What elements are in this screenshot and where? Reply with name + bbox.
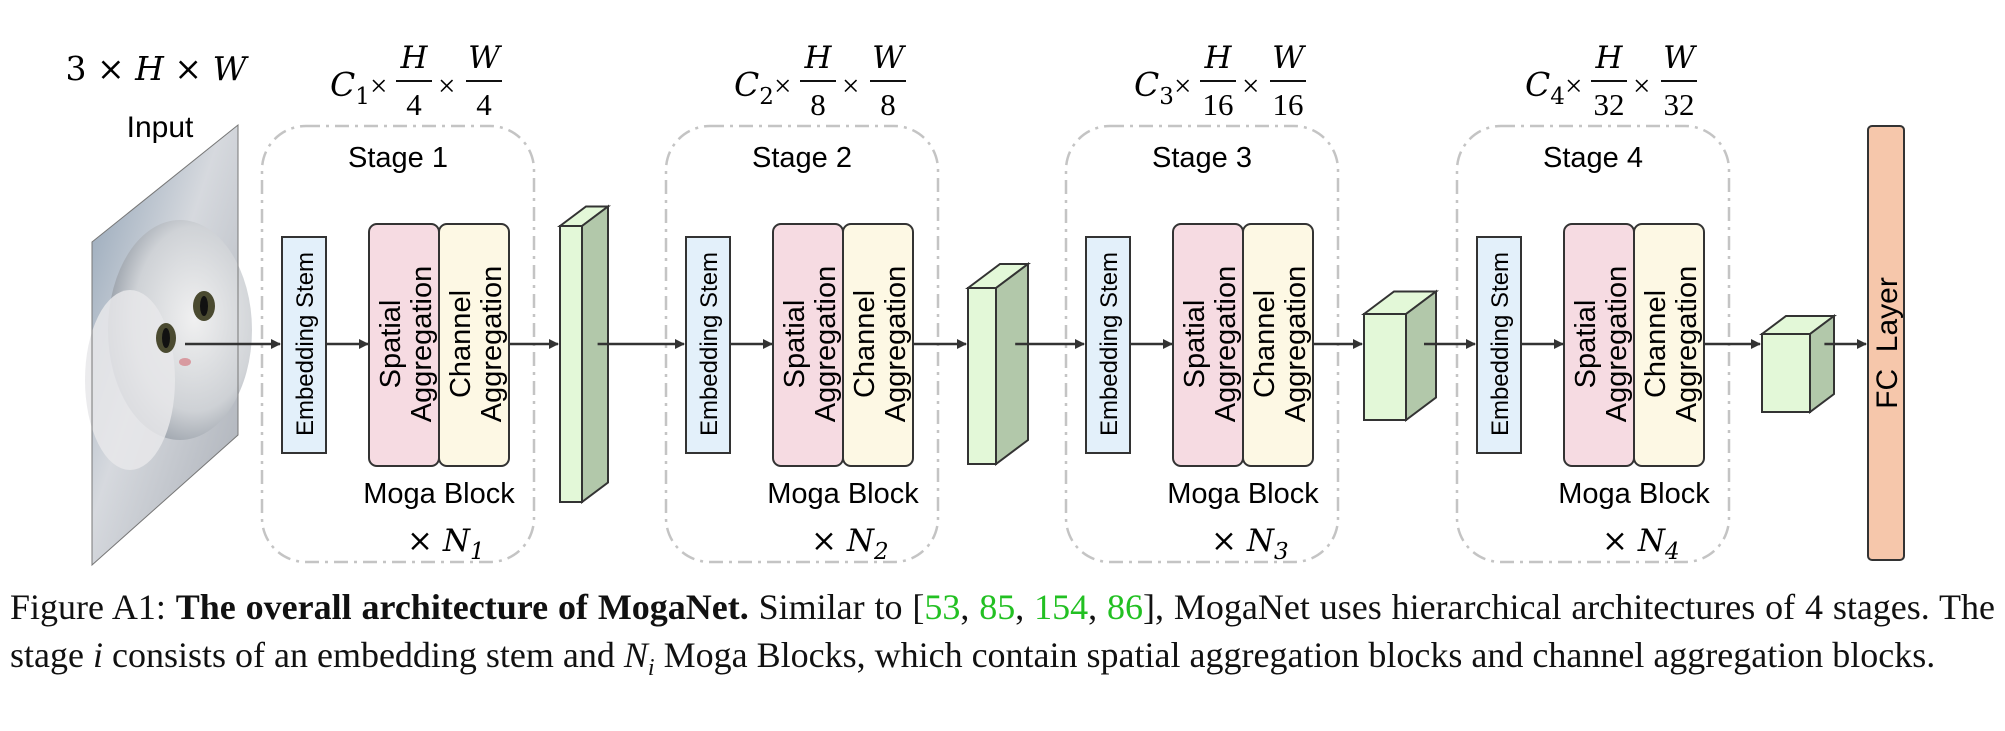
caption-title: The overall architecture of MogaNet.: [175, 587, 749, 627]
height-fraction: H 32: [1591, 40, 1627, 122]
embedding-stem-box: [281, 236, 327, 454]
width-fraction: W8: [870, 40, 906, 122]
times-sign: ×: [842, 68, 859, 103]
caption-part4: Moga Blocks, which contain spatial aggre…: [654, 635, 1936, 675]
height-fraction: H 16: [1200, 40, 1236, 122]
channel-aggregation-label: ChannelAggregation: [445, 266, 508, 422]
input-shape-label: 3 × H × W: [66, 49, 250, 88]
times-sign: ×: [1633, 68, 1650, 103]
fc-layer-box: [1867, 125, 1905, 561]
embedding-stem-label: Embedding Stem: [1487, 252, 1514, 436]
spatial-aggregation-label: SpatialAggregation: [779, 266, 842, 422]
svg-text:W: W: [872, 40, 906, 76]
stage-channel-label: C3: [1134, 65, 1174, 110]
svg-text:32: 32: [1594, 87, 1625, 122]
svg-text:4: 4: [406, 87, 422, 122]
svg-text:H: H: [1594, 40, 1623, 76]
svg-text:8: 8: [810, 87, 826, 122]
svg-text:H: H: [399, 40, 428, 76]
moga-block-label: Moga Block: [1167, 478, 1319, 510]
caption-var-n: N: [623, 635, 648, 675]
embedding-stem-label: Embedding Stem: [696, 252, 723, 436]
feature-map-2: [965, 262, 1085, 466]
times-sign: ×: [438, 68, 455, 103]
times-sign: ×: [774, 68, 791, 103]
fc-layer-label: FC Layer: [1871, 277, 1904, 409]
input-image: [85, 123, 252, 567]
times-sign: ×: [370, 68, 387, 103]
input-label: Input: [127, 111, 194, 144]
moga-block-label: Moga Block: [1558, 478, 1710, 510]
stage-channel-label: C2: [734, 65, 774, 110]
caption-prefix: Figure A1:: [10, 587, 176, 627]
stage-title: Stage 3: [1152, 142, 1252, 174]
width-fraction: W 16: [1270, 40, 1306, 122]
citation-link[interactable]: 85: [979, 587, 1016, 627]
embedding-stem-label: Embedding Stem: [1096, 252, 1123, 436]
moga-block-label: Moga Block: [363, 478, 515, 510]
embedding-stem-box: [1085, 236, 1131, 454]
cat-nose: [179, 358, 191, 366]
feature-map-1: [557, 204, 685, 504]
spatial-aggregation-label: SpatialAggregation: [1179, 266, 1242, 422]
svg-text:16: 16: [1203, 87, 1234, 122]
stage-channel-label: C1: [330, 65, 370, 110]
svg-text:8: 8: [880, 87, 896, 122]
cat-eye-right: [193, 291, 215, 321]
height-fraction: H4: [396, 40, 432, 122]
channel-aggregation-label: ChannelAggregation: [1249, 266, 1312, 422]
stage-title: Stage 4: [1543, 142, 1643, 174]
embedding-stem-label: Embedding Stem: [292, 252, 319, 436]
svg-text:W: W: [1272, 40, 1306, 76]
svg-text:W: W: [468, 40, 502, 76]
svg-text:H: H: [1203, 40, 1232, 76]
times-sign: ×: [1174, 68, 1191, 103]
stage-channel-label: C4: [1525, 65, 1565, 110]
stage-title: Stage 1: [348, 142, 448, 174]
width-fraction: W4: [466, 40, 502, 122]
fc-layer: FC Layer: [1867, 125, 1905, 561]
width-fraction: W 32: [1661, 40, 1697, 122]
embedding-stem-box: [685, 236, 731, 454]
figure-caption: Figure A1: The overall architecture of M…: [10, 587, 1995, 682]
repeat-count-label: × N1: [407, 523, 485, 565]
cat-eye-left: [156, 323, 176, 353]
caption-var-i: i: [92, 635, 103, 675]
repeat-count-label: × N4: [1602, 523, 1680, 565]
moganet-architecture-diagram: 3 × H × W Input Stage 1C1×H4×W4Embedding…: [66, 40, 1905, 567]
caption-var-n-sub: i: [647, 655, 655, 682]
svg-text:16: 16: [1273, 87, 1304, 122]
citation-link[interactable]: 86: [1107, 587, 1143, 627]
times-sign: ×: [1242, 68, 1259, 103]
caption-part1: Similar to [: [748, 587, 925, 627]
stage-title: Stage 2: [752, 142, 852, 174]
citation-link[interactable]: 53: [924, 587, 961, 627]
feature-map-3: [1361, 289, 1476, 422]
svg-text:32: 32: [1664, 87, 1695, 122]
repeat-count-label: × N3: [1211, 523, 1289, 565]
citation-link[interactable]: 154: [1034, 587, 1089, 627]
caption-part3: consists of an embedding stem and: [102, 635, 624, 675]
height-fraction: H8: [800, 40, 836, 122]
svg-text:H: H: [803, 40, 832, 76]
svg-text:W: W: [1663, 40, 1697, 76]
caption-part2: ], MogaNet uses hierarchical architectur…: [10, 587, 1995, 675]
times-sign: ×: [1565, 68, 1582, 103]
channel-aggregation-label: ChannelAggregation: [1640, 266, 1703, 422]
moga-block-label: Moga Block: [767, 478, 919, 510]
repeat-count-label: × N2: [811, 523, 889, 565]
spatial-aggregation-label: SpatialAggregation: [375, 266, 438, 422]
svg-text:4: 4: [476, 87, 492, 122]
channel-aggregation-label: ChannelAggregation: [849, 266, 912, 422]
feature-map-4: [1759, 314, 1867, 414]
spatial-aggregation-label: SpatialAggregation: [1570, 266, 1633, 422]
